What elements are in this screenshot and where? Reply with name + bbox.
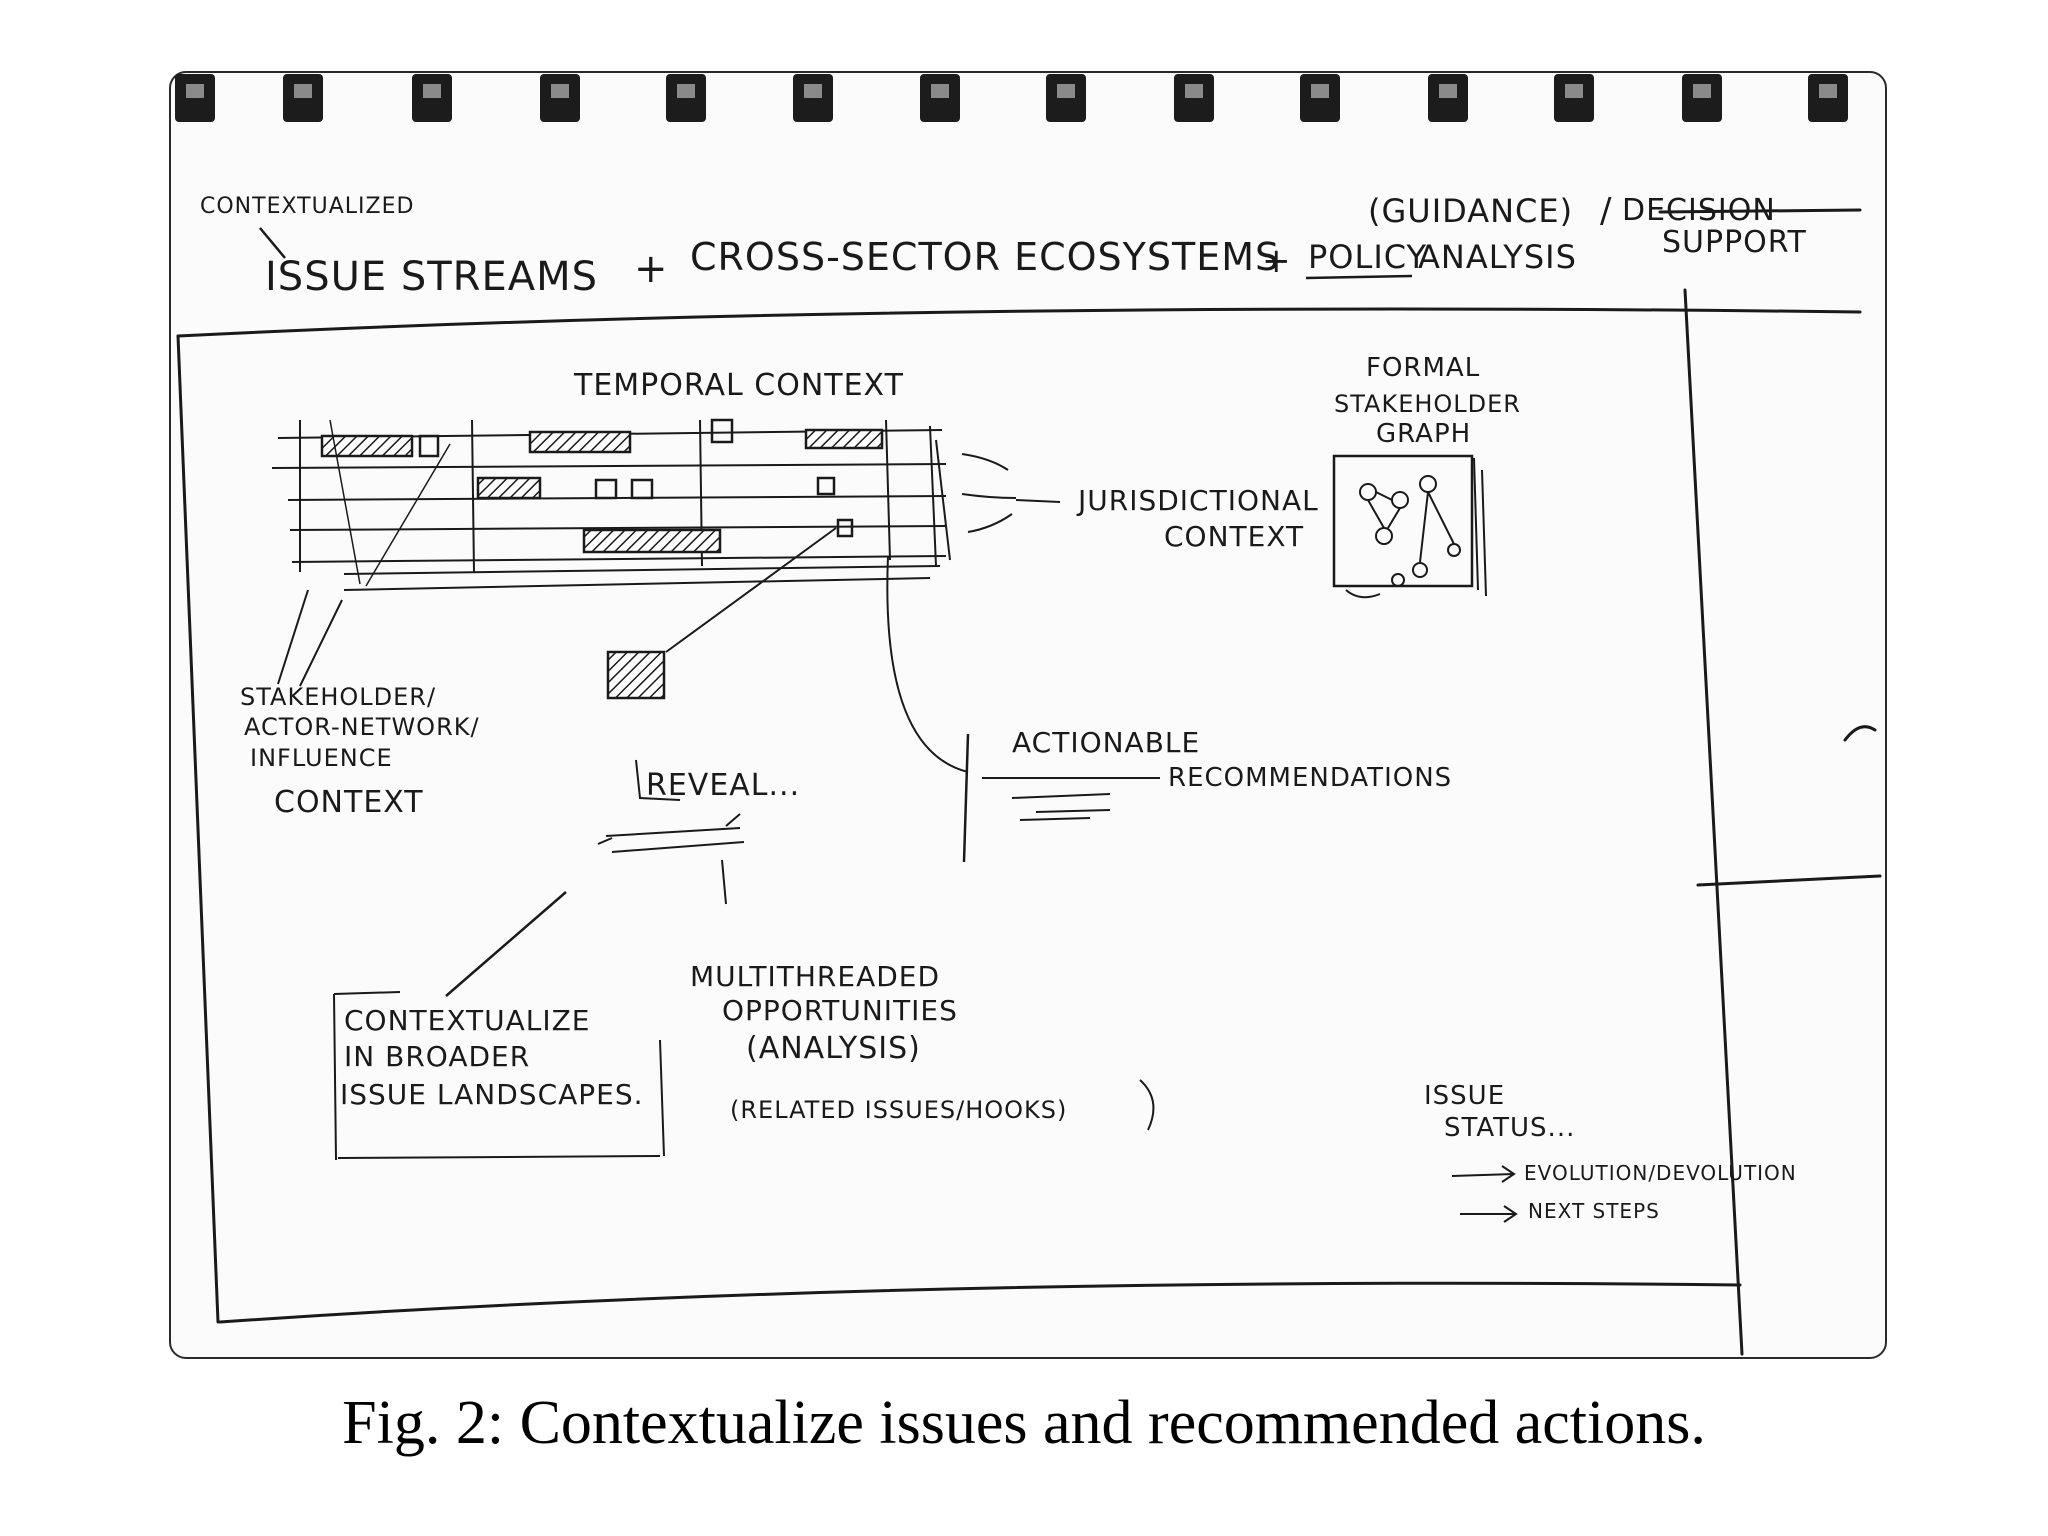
svg-text:REVEAL...: REVEAL... <box>646 768 800 803</box>
svg-text:IN BROADER: IN BROADER <box>344 1040 530 1073</box>
svg-text:JURISDICTIONAL: JURISDICTIONAL <box>1076 484 1319 517</box>
svg-text:+: + <box>634 246 669 292</box>
decision-label: DECISION <box>1622 193 1776 228</box>
issue-streams-label: ISSUE STREAMS <box>265 254 598 300</box>
svg-text:(ANALYSIS): (ANALYSIS) <box>746 1031 921 1066</box>
svg-text:ACTIONABLE: ACTIONABLE <box>1012 726 1200 759</box>
svg-text:ISSUE LANDSCAPES.: ISSUE LANDSCAPES. <box>340 1078 644 1111</box>
policy-label: POLICY <box>1308 238 1427 276</box>
svg-text:EVOLUTION/DEVOLUTION: EVOLUTION/DEVOLUTION <box>1524 1161 1797 1185</box>
svg-text:(RELATED ISSUES/HOOKS): (RELATED ISSUES/HOOKS) <box>730 1096 1067 1124</box>
figure-caption: Fig. 2: Contextualize issues and recomme… <box>0 1388 2048 1459</box>
svg-text:+: + <box>1262 241 1292 281</box>
cross-sector-label: CROSS-SECTOR ECOSYSTEMS <box>690 235 1280 279</box>
svg-text:OPPORTUNITIES: OPPORTUNITIES <box>722 994 958 1027</box>
svg-text:MULTITHREADED: MULTITHREADED <box>690 960 940 993</box>
svg-text:ACTOR-NETWORK/: ACTOR-NETWORK/ <box>244 713 480 741</box>
svg-text:FORMAL: FORMAL <box>1366 353 1480 383</box>
svg-text:STAKEHOLDER/: STAKEHOLDER/ <box>240 683 436 711</box>
svg-text:NEXT STEPS: NEXT STEPS <box>1528 1199 1660 1223</box>
support-label: SUPPORT <box>1662 225 1807 260</box>
contextualized-note: CONTEXTUALIZED <box>200 194 414 219</box>
svg-text:/: / <box>1600 191 1612 231</box>
svg-text:INFLUENCE: INFLUENCE <box>250 744 393 772</box>
svg-text:STATUS...: STATUS... <box>1444 1113 1575 1143</box>
temporal-context-label: TEMPORAL CONTEXT <box>573 368 904 403</box>
svg-text:RECOMMENDATIONS: RECOMMENDATIONS <box>1168 763 1452 793</box>
svg-text:CONTEXT: CONTEXT <box>274 785 424 820</box>
svg-text:STAKEHOLDER: STAKEHOLDER <box>1334 390 1521 418</box>
svg-text:ISSUE: ISSUE <box>1424 1081 1505 1111</box>
svg-text:GRAPH: GRAPH <box>1376 419 1471 449</box>
svg-text:CONTEXTUALIZE: CONTEXTUALIZE <box>344 1004 591 1037</box>
guidance-label: (GUIDANCE) <box>1368 192 1573 230</box>
svg-text:CONTEXT: CONTEXT <box>1164 520 1304 553</box>
analysis-label: ANALYSIS <box>1418 238 1577 276</box>
